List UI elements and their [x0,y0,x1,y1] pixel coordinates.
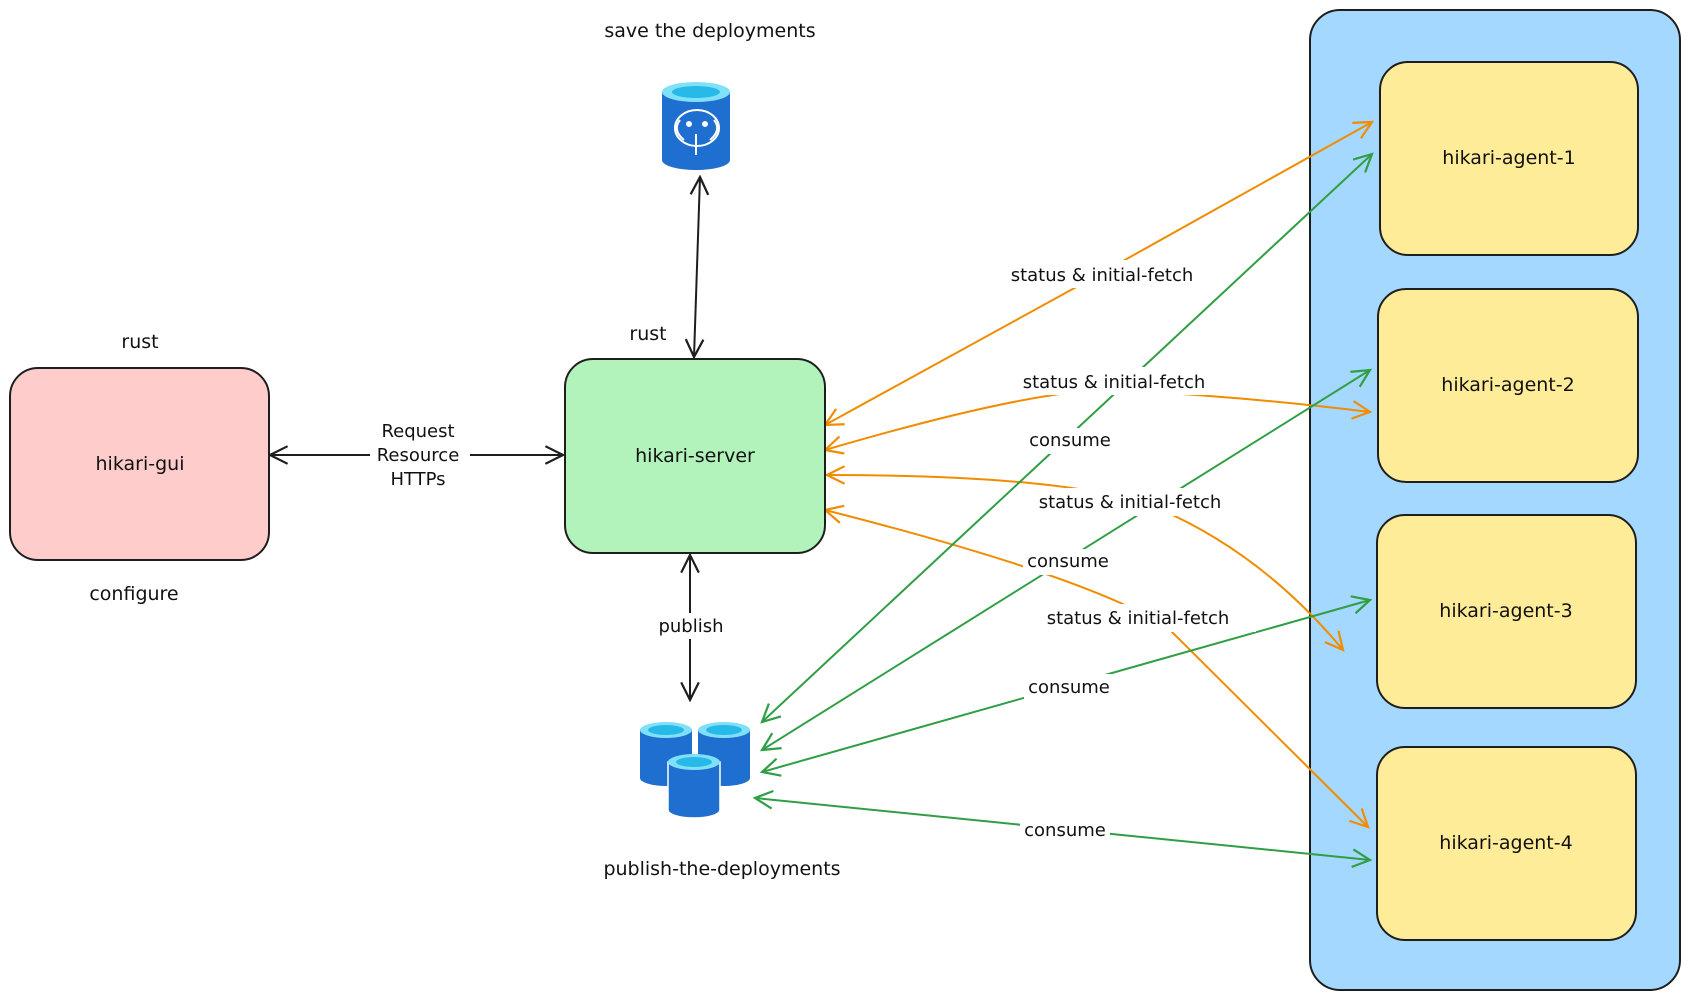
gui-server-label-line-2: Resource [377,445,460,466]
server-label: hikari-server [635,445,755,467]
status-label-3: status & initial-fetch [1039,492,1222,513]
gui-server-label-line-1: Request [381,421,454,442]
database-cluster-icon [640,722,750,819]
server-node: hikari-server [564,358,826,554]
status-edges [825,122,1372,827]
status-label-1: status & initial-fetch [1011,265,1194,286]
agent-node-4: hikari-agent-4 [1376,746,1637,941]
gui-top-note: rust [121,331,158,353]
agent-label-3: hikari-agent-3 [1439,600,1572,622]
status-label-4: status & initial-fetch [1047,608,1230,629]
elephant-icon [674,109,720,155]
queue-caption: publish-the-deployments [603,858,840,880]
publish-label: publish [658,616,723,637]
gui-server-label-line-3: HTTPs [390,469,445,490]
postgres-caption: save the deployments [604,20,815,42]
gui-bottom-note: configure [89,583,178,605]
postgres-server-edge [694,177,700,357]
agent-label-2: hikari-agent-2 [1441,374,1574,396]
agent-node-2: hikari-agent-2 [1377,288,1639,483]
consume-label-3: consume [1028,677,1110,698]
agent-node-3: hikari-agent-3 [1376,514,1637,709]
gui-label: hikari-gui [96,453,185,475]
consume-label-2: consume [1027,551,1109,572]
postgres-database-icon [662,82,730,170]
agent-label-1: hikari-agent-1 [1442,147,1575,169]
consume-label-1: consume [1029,430,1111,451]
agent-label-4: hikari-agent-4 [1439,832,1572,854]
gui-node: hikari-gui [9,367,270,561]
server-top-note: rust [629,323,666,345]
consume-label-4: consume [1024,820,1106,841]
agent-node-1: hikari-agent-1 [1379,61,1639,256]
status-label-2: status & initial-fetch [1023,372,1206,393]
